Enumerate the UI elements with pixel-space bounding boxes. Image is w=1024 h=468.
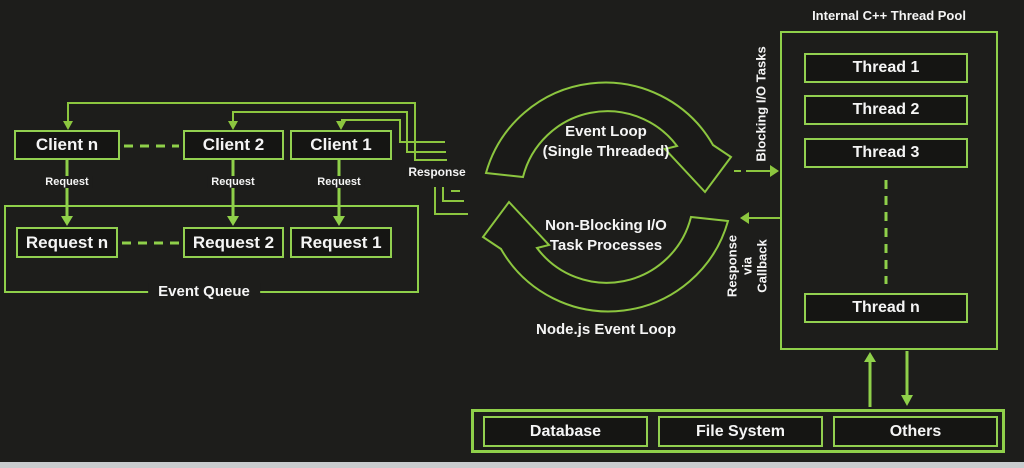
response-line-client-2 [232,111,446,153]
response-label: Response [405,165,469,179]
response-line-client-1 [341,119,445,143]
response-line-client-n [67,102,447,161]
thread-pool-container [780,31,998,350]
nonblocking-title: Non-Blocking I/O Task Processes [545,216,667,256]
arrowhead-into-request-2 [227,216,239,226]
callback-label-line3: Callback [754,239,770,293]
event-queue-label: Event Queue [148,283,260,300]
callback-label-line1: Response [724,234,740,298]
thread-n-box: Thread n [804,293,968,323]
thread-3-box: Thread 3 [804,138,968,168]
arrowhead-into-client-n [63,121,73,130]
response-elbow-2 [442,187,464,202]
nonblocking-title-line2: Task Processes [549,237,663,254]
nonblocking-title-line1: Non-Blocking I/O [545,217,667,234]
request-label-n: Request [41,176,93,188]
client-1-box: Client 1 [290,130,392,160]
callback-label-line2: via [739,256,755,276]
nodejs-event-loop-caption: Node.js Event Loop [535,321,677,338]
response-via-callback-label: Response via Callback [725,235,770,297]
arrowhead-into-client-2 [228,121,238,130]
arrowhead-callback [740,212,749,224]
event-loop-title-line2: (Single Threaded) [542,143,670,160]
thread-1-box: Thread 1 [804,53,968,83]
request-label-2: Request [207,176,259,188]
arrowhead-up-into-pool [864,352,876,362]
request-label-1: Request [313,176,365,188]
client-2-box: Client 2 [183,130,284,160]
arrowhead-into-request-n [61,216,73,226]
arrowhead-into-request-1 [333,216,345,226]
client-n-box: Client n [14,130,120,160]
thread-2-box: Thread 2 [804,95,968,125]
arrowhead-into-client-1 [336,121,346,130]
resources-container [471,409,1005,453]
event-loop-bottom-arc [481,200,730,313]
event-loop-title: Event Loop (Single Threaded) [543,122,670,162]
event-loop-top-arc [484,81,733,194]
bottom-edge-strip [0,462,1024,468]
file-system-box: File System [658,416,823,447]
request-n-box: Request n [16,227,118,258]
request-1-box: Request 1 [290,227,392,258]
request-2-box: Request 2 [183,227,284,258]
response-elbow-1 [434,187,468,215]
database-box: Database [483,416,648,447]
arrowhead-blocking-io [770,165,779,177]
thread-pool-title: Internal C++ Thread Pool [812,8,966,23]
arrowhead-down-into-resources [901,395,913,406]
event-loop-title-line1: Event Loop [565,123,647,140]
others-box: Others [833,416,998,447]
blocking-io-tasks-label: Blocking I/O Tasks [753,46,769,162]
